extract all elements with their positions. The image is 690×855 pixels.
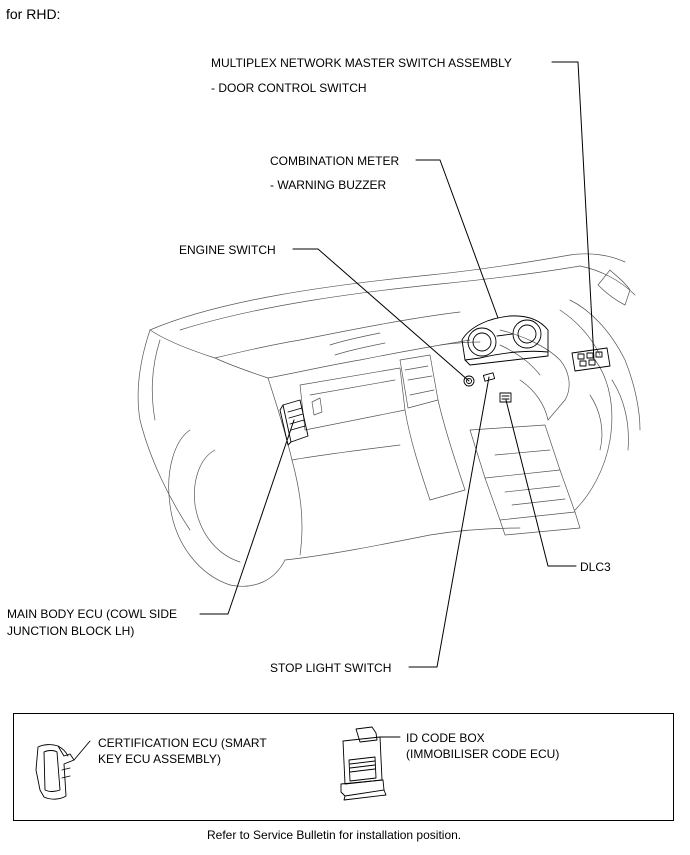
junction-block-label: JUNCTION BLOCK LH) (7, 624, 135, 638)
multiplex-switch-part (571, 347, 611, 372)
certification-ecu-drawing (35, 740, 91, 800)
main-body-ecu-label: MAIN BODY ECU (COWL SIDE (7, 607, 178, 621)
engine-switch-label: ENGINE SWITCH (179, 243, 276, 257)
service-bulletin-note: Refer to Service Bulletin for installati… (207, 828, 462, 842)
id-code-box-drawing (340, 726, 401, 801)
leader-lines (199, 61, 595, 668)
immobiliser-ecu-label: (IMMOBILISER CODE ECU) (406, 747, 560, 761)
stop-light-switch-part (482, 372, 496, 382)
page-title: for RHD: (6, 6, 61, 22)
id-code-box-label: ID CODE BOX (406, 731, 485, 745)
engine-switch-part (463, 375, 475, 387)
combination-meter-part (461, 315, 549, 366)
dlc3-part (499, 392, 512, 403)
smart-key-ecu-label: KEY ECU ASSEMBLY) (98, 752, 221, 766)
stop-light-switch-label: STOP LIGHT SWITCH (270, 661, 392, 675)
certification-ecu-label: CERTIFICATION ECU (SMART (98, 736, 267, 750)
combination-meter-label: COMBINATION METER (270, 154, 400, 168)
dlc3-label: DLC3 (580, 560, 611, 574)
warning-buzzer-label: - WARNING BUZZER (270, 178, 387, 192)
ecu-legend-box (13, 713, 674, 821)
components (279, 315, 611, 446)
multiplex-switch-label: MULTIPLEX NETWORK MASTER SWITCH ASSEMBLY (211, 56, 512, 70)
door-control-switch-label: - DOOR CONTROL SWITCH (211, 81, 367, 95)
main-body-ecu-part (279, 399, 309, 446)
car-interior-drawing (137, 253, 641, 587)
